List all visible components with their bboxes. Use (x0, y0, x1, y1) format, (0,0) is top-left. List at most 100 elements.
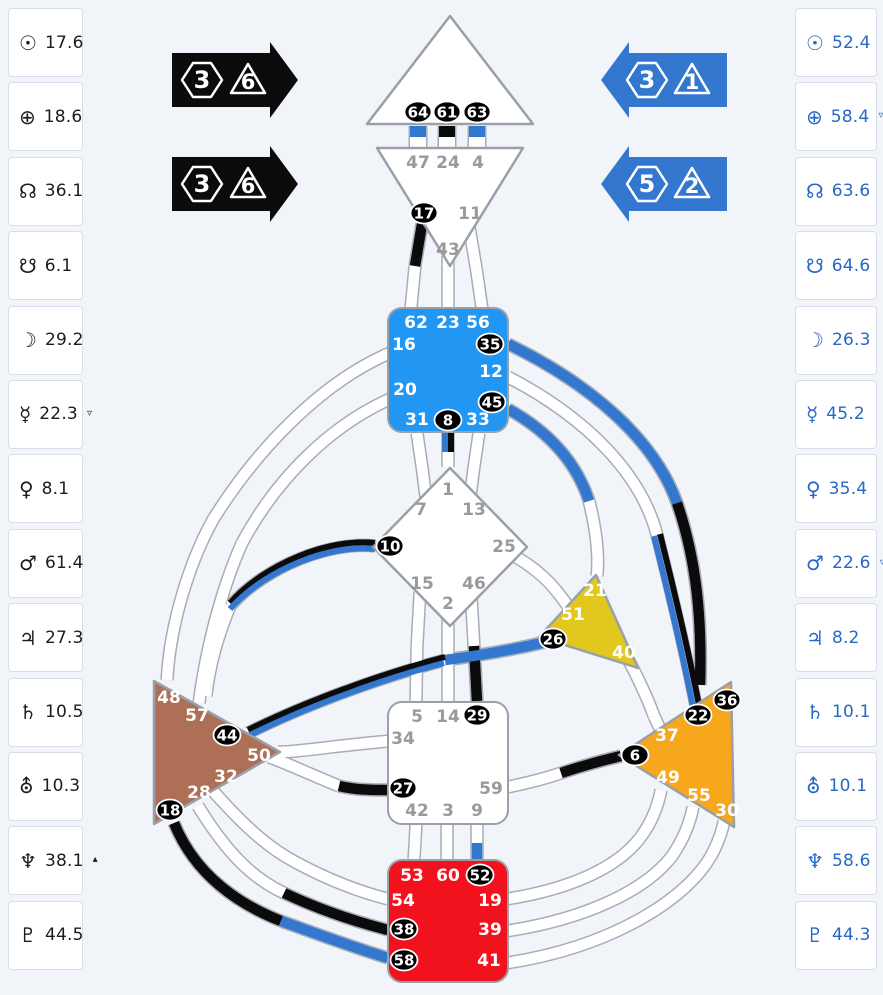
gate-4[interactable]: 4 (472, 153, 484, 173)
design-south-node-card[interactable]: ☋ 6.1 (8, 231, 83, 301)
gate-45[interactable]: 45 (477, 390, 507, 414)
gate-1[interactable]: 1 (442, 480, 454, 500)
design-uranus-card[interactable]: ⛢ 10.3 (8, 751, 83, 821)
design-moon-card[interactable]: ☽ 29.2 (8, 305, 83, 375)
gate-35[interactable]: 35 (475, 332, 505, 356)
design-sun-card[interactable]: ☉ 17.6 (8, 8, 83, 77)
gate-15[interactable]: 15 (410, 574, 434, 594)
gate-8[interactable]: 8 (433, 408, 463, 432)
gate-17[interactable]: 17 (409, 201, 439, 225)
gate-41[interactable]: 41 (477, 951, 501, 971)
gate-48[interactable]: 48 (157, 688, 181, 708)
gate-39[interactable]: 39 (478, 920, 502, 940)
svg-text:16: 16 (392, 335, 416, 355)
personality-pluto-card[interactable]: ♇ 44.3 (795, 900, 877, 970)
gate-51[interactable]: 51 (561, 605, 585, 625)
personality-earth-card[interactable]: ⊕ 58.4 ▿ (795, 82, 883, 152)
design-saturn-card[interactable]: ♄ 10.5 (8, 677, 83, 747)
center-g[interactable] (371, 466, 529, 628)
center-root[interactable] (387, 859, 509, 983)
design-neptune-value: 38.1 (44, 850, 84, 871)
gate-50[interactable]: 50 (247, 746, 271, 766)
gate-29[interactable]: 29 (462, 703, 492, 727)
gate-58[interactable]: 58 (389, 948, 419, 972)
gate-10[interactable]: 10 (375, 534, 405, 558)
gate-12[interactable]: 12 (479, 362, 503, 382)
personality-sun-card[interactable]: ☉ 52.4 (795, 8, 877, 77)
personality-north-node-card[interactable]: ☊ 63.6 (795, 156, 877, 226)
gate-32[interactable]: 32 (214, 767, 238, 787)
gate-2[interactable]: 2 (442, 594, 454, 614)
design-jupiter-card[interactable]: ♃ 27.3 (8, 603, 83, 673)
gate-7[interactable]: 7 (415, 500, 427, 520)
gate-18[interactable]: 18 (155, 798, 185, 822)
gate-9[interactable]: 9 (471, 801, 483, 821)
gate-40[interactable]: 40 (612, 643, 636, 663)
gate-42[interactable]: 42 (405, 801, 429, 821)
gate-38[interactable]: 38 (389, 917, 419, 941)
gate-57[interactable]: 57 (185, 706, 209, 726)
gate-56[interactable]: 56 (466, 313, 490, 333)
gate-61[interactable]: 61 (432, 100, 462, 124)
channel-19-49 (506, 788, 667, 905)
gate-19[interactable]: 19 (478, 891, 502, 911)
gate-23[interactable]: 23 (436, 313, 460, 333)
personality-jupiter-card[interactable]: ♃ 8.2 (795, 603, 877, 673)
gate-60[interactable]: 60 (436, 866, 460, 886)
gate-49[interactable]: 49 (656, 768, 680, 788)
gate-30[interactable]: 30 (715, 801, 739, 821)
gate-5[interactable]: 5 (411, 707, 423, 727)
gate-20[interactable]: 20 (393, 380, 417, 400)
personality-mercury-card[interactable]: ☿ 45.2 (795, 379, 877, 449)
gate-46[interactable]: 46 (462, 574, 486, 594)
gate-21[interactable]: 21 (583, 581, 607, 601)
gate-43[interactable]: 43 (436, 240, 460, 260)
personality-moon-card[interactable]: ☽ 26.3 (795, 305, 877, 375)
center-head[interactable] (365, 14, 535, 126)
gate-16[interactable]: 16 (392, 335, 416, 355)
personality-neptune-card[interactable]: ♆ 58.6 (795, 826, 877, 896)
gate-6[interactable]: 6 (620, 743, 650, 767)
gate-52[interactable]: 52 (465, 863, 495, 887)
gate-24[interactable]: 24 (436, 153, 460, 173)
personality-saturn-card[interactable]: ♄ 10.1 (795, 677, 877, 747)
gate-55[interactable]: 55 (687, 786, 711, 806)
design-earth-card[interactable]: ⊕ 18.6 (8, 82, 83, 152)
gate-36[interactable]: 36 (712, 688, 742, 712)
center-spleen[interactable] (152, 679, 282, 826)
design-north-node-card[interactable]: ☊ 36.1 (8, 156, 83, 226)
design-mercury-card[interactable]: ☿ 22.3 ▿ (8, 379, 92, 449)
design-pluto-card[interactable]: ♇ 44.5 (8, 900, 83, 970)
gate-33[interactable]: 33 (466, 410, 490, 430)
gate-14[interactable]: 14 (436, 707, 460, 727)
center-sacral[interactable] (387, 701, 509, 825)
gate-3[interactable]: 3 (442, 801, 454, 821)
design-mars-card[interactable]: ♂ 61.4 (8, 528, 83, 598)
gate-11[interactable]: 11 (458, 204, 482, 224)
gate-28[interactable]: 28 (187, 783, 211, 803)
design-neptune-card[interactable]: ♆ 38.1 ▴ (8, 826, 98, 896)
gate-54[interactable]: 54 (391, 891, 415, 911)
gate-62[interactable]: 62 (404, 313, 428, 333)
gate-53[interactable]: 53 (400, 866, 424, 886)
personality-venus-card[interactable]: ♀ 35.4 (795, 454, 877, 524)
design-venus-card[interactable]: ♀ 8.1 (8, 454, 83, 524)
channel-50-27-activation (337, 780, 389, 796)
gate-64[interactable]: 64 (403, 100, 433, 124)
personality-south-node-card[interactable]: ☋ 64.6 (795, 231, 877, 301)
gate-44[interactable]: 44 (212, 723, 242, 747)
gate-22[interactable]: 22 (683, 703, 713, 727)
personality-mars-card[interactable]: ♂ 22.6 ▿ (795, 528, 883, 598)
gate-26[interactable]: 26 (538, 627, 568, 651)
gate-63[interactable]: 63 (462, 100, 492, 124)
gate-59[interactable]: 59 (479, 779, 503, 799)
gate-47[interactable]: 47 (406, 153, 430, 173)
gate-31[interactable]: 31 (405, 410, 429, 430)
personality-uranus-card[interactable]: ⛢ 10.1 (795, 751, 877, 821)
gate-13[interactable]: 13 (462, 500, 486, 520)
gate-25[interactable]: 25 (492, 537, 516, 557)
gate-27[interactable]: 27 (388, 776, 418, 800)
gate-34[interactable]: 34 (391, 729, 415, 749)
gate-37[interactable]: 37 (655, 726, 679, 746)
